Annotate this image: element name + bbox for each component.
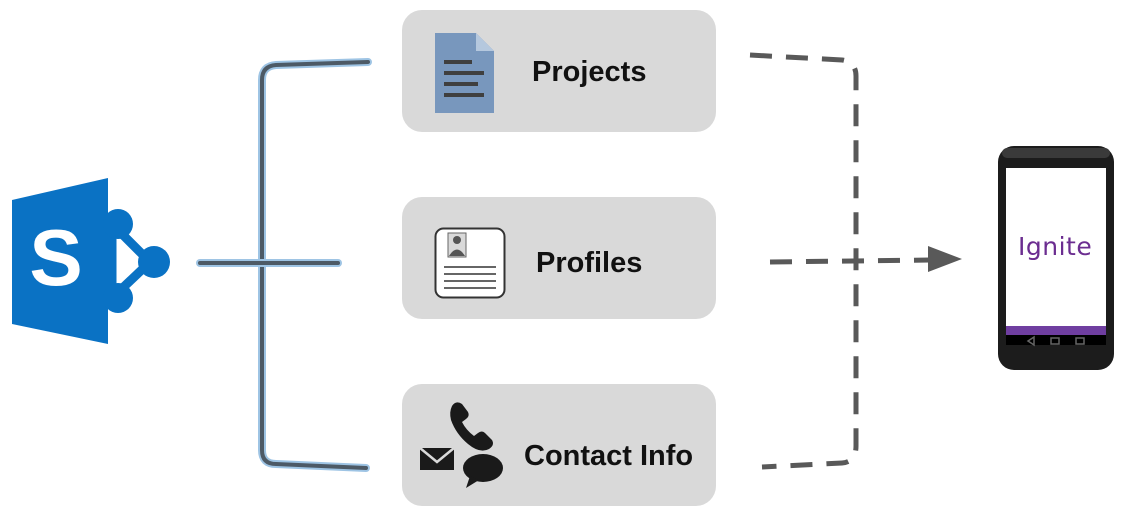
phone-screen <box>1006 168 1106 328</box>
card-label-contact-info: Contact Info <box>524 440 694 472</box>
nav-buttons <box>1026 335 1085 347</box>
card-label-profiles: Profiles <box>536 247 643 279</box>
sharepoint-logo: S <box>12 178 170 344</box>
profile-card-icon <box>434 227 506 299</box>
card-label-projects: Projects <box>532 56 647 88</box>
contact-icons <box>419 402 503 488</box>
sharepoint-letter: S <box>29 213 82 302</box>
app-name-ignite: Ignite <box>1018 232 1093 261</box>
smartphone <box>998 146 1114 370</box>
envelope-icon <box>419 447 455 470</box>
dashed-flow-lines <box>749 52 931 470</box>
card-contact-info: Contact Info <box>402 384 716 506</box>
phone-icon <box>450 402 493 451</box>
document-icon <box>435 33 494 113</box>
card-profiles: Profiles <box>402 197 716 319</box>
app-accent-bar <box>1006 326 1106 335</box>
chat-bubble-icon <box>463 454 503 488</box>
bracket-connector <box>196 58 372 472</box>
card-projects: Projects <box>402 10 716 132</box>
arrowhead-icon <box>928 246 962 272</box>
